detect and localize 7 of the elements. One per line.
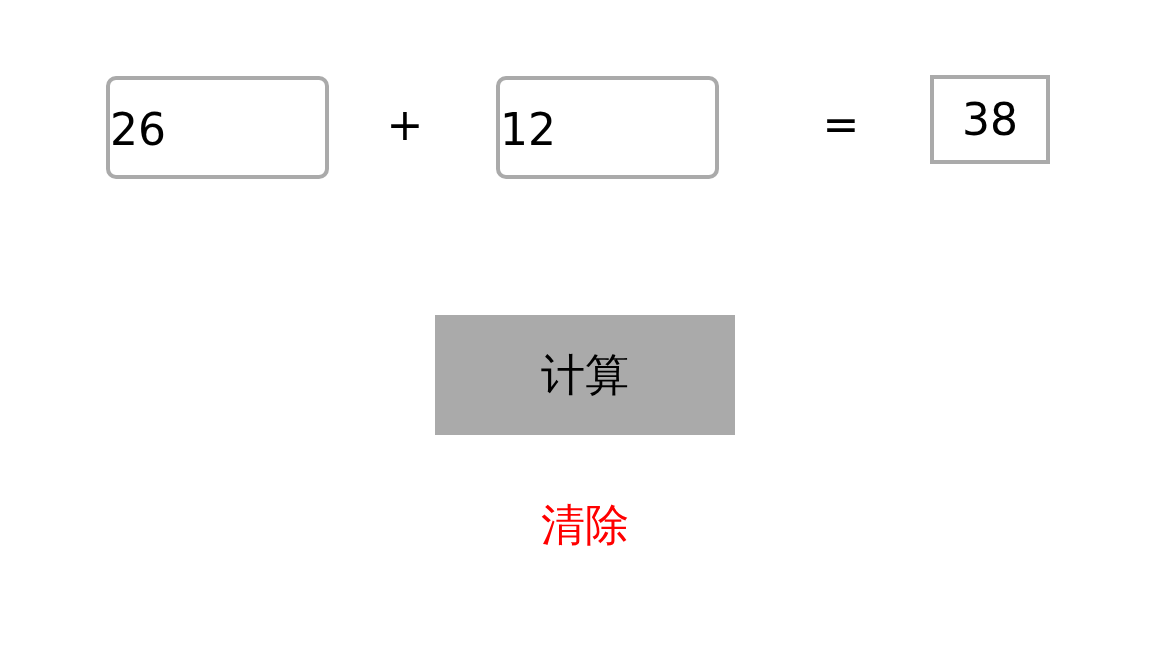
result-box: 38	[930, 75, 1050, 164]
clear-link: 清除	[541, 503, 629, 547]
input-field: 26	[106, 76, 329, 179]
calculate-button: 计算	[435, 315, 735, 435]
input-field: 12	[496, 76, 719, 179]
plus-sign: +	[386, 103, 424, 147]
equals-sign: =	[822, 103, 860, 147]
